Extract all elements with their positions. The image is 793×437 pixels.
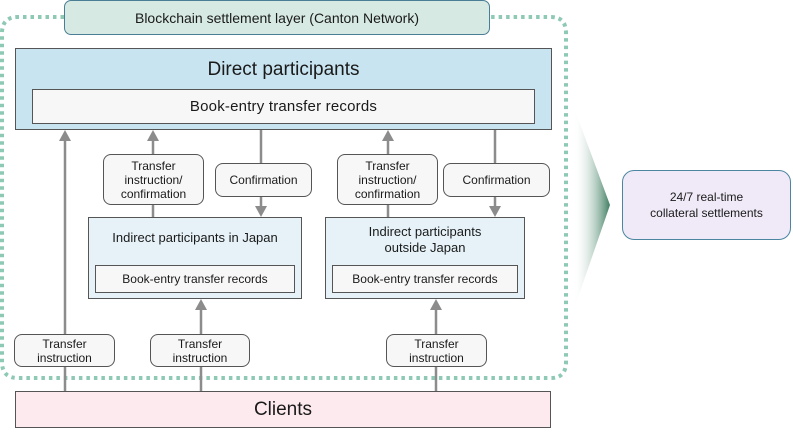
- settlement-layer-boundary: [0, 15, 568, 380]
- title-line: Indirect participants: [368, 224, 482, 239]
- direct-participants-title: Direct participants: [207, 59, 360, 80]
- client-instruction-outside: Transfer instruction: [386, 334, 487, 367]
- japan-confirmation-label: Confirmation: [215, 163, 312, 197]
- label-line: Transfer: [42, 336, 87, 351]
- title-line: outside Japan: [384, 240, 466, 255]
- label-line: confirmation: [354, 186, 421, 201]
- outcome-line: collateral settlements: [650, 206, 763, 220]
- label-line: confirmation: [120, 186, 187, 201]
- label-line: instruction/: [358, 172, 417, 187]
- label-line: instruction: [37, 350, 92, 365]
- indirect-japan-title: Indirect participants in Japan: [112, 230, 278, 245]
- client-instruction-japan: Transfer instruction: [150, 334, 250, 367]
- arrowhead-down-icon: [255, 206, 267, 217]
- label-line: Transfer: [414, 336, 459, 351]
- arrowhead-up-icon: [147, 130, 159, 141]
- japan-transfer-confirmation-label: Transfer instruction/ confirmation: [103, 154, 204, 205]
- direct-book-entry-records: Book-entry transfer records: [32, 89, 535, 124]
- indirect-japan-records: Book-entry transfer records: [95, 265, 295, 293]
- indirect-outside-box: Indirect participants outside Japan Book…: [325, 217, 525, 299]
- client-instruction-direct: Transfer instruction: [14, 334, 115, 367]
- label-line: Transfer: [365, 158, 410, 173]
- indirect-outside-records: Book-entry transfer records: [332, 265, 518, 293]
- arrowhead-up-icon: [382, 130, 394, 141]
- indirect-outside-title: Indirect participants outside Japan: [326, 224, 524, 256]
- direct-participants-box: Direct participants Book-entry transfer …: [15, 48, 552, 130]
- label-line: instruction: [409, 350, 464, 365]
- outcome-box: 24/7 real-time collateral settlements: [622, 170, 791, 240]
- outside-transfer-confirmation-label: Transfer instruction/ confirmation: [337, 154, 438, 205]
- settlement-layer-label: Blockchain settlement layer (Canton Netw…: [64, 0, 490, 35]
- indirect-japan-box: Indirect participants in Japan Book-entr…: [88, 217, 302, 299]
- label-line: Transfer: [177, 336, 223, 351]
- label-line: instruction: [172, 350, 228, 365]
- arrowhead-up-icon: [195, 299, 207, 310]
- arrowhead-up-icon: [430, 299, 442, 310]
- arrowhead-down-icon: [489, 206, 501, 217]
- outside-confirmation-label: Confirmation: [443, 163, 550, 197]
- arrowhead-up-icon: [59, 130, 71, 141]
- label-line: instruction/: [124, 172, 183, 187]
- outcome-line: 24/7 real-time: [669, 190, 744, 204]
- label-line: Transfer: [131, 158, 176, 173]
- chevron-arrow-icon: [573, 105, 610, 312]
- clients-box: Clients: [15, 391, 551, 428]
